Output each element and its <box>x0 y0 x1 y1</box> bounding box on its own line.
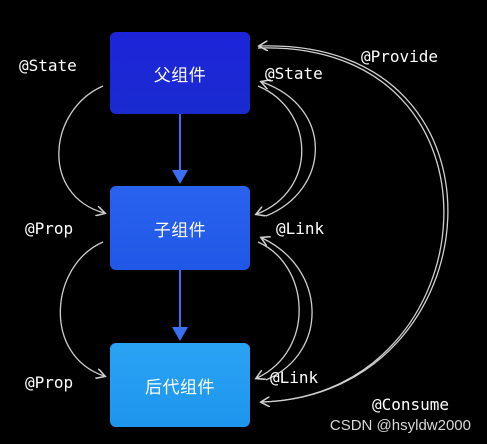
curve-outer-provide <box>257 47 445 402</box>
label-link-top: @Link <box>276 219 325 238</box>
descendant-component-box: 后代组件 <box>110 343 250 427</box>
watermark: CSDN @hsyldw2000 <box>329 417 471 434</box>
curve-right-parent-child-a <box>257 85 303 214</box>
curve-left-child-to-grandchild <box>59 241 104 376</box>
child-component-label: 子组件 <box>153 220 207 241</box>
label-state-right: @State <box>265 64 323 83</box>
label-prop-top: @Prop <box>25 219 74 238</box>
curve-right-child-grandchild-b <box>262 238 313 381</box>
curve-right-parent-child-b <box>262 82 317 217</box>
curve-outer-consume <box>260 46 449 403</box>
descendant-component-label: 后代组件 <box>145 377 215 398</box>
label-provide: @Provide <box>361 47 439 66</box>
parent-component-box: 父组件 <box>110 32 250 114</box>
curve-left-parent-to-child <box>58 85 104 213</box>
label-prop-bottom: @Prop <box>25 373 74 392</box>
label-consume: @Consume <box>372 395 450 414</box>
curve-right-child-grandchild-a <box>257 241 300 378</box>
label-state-left: @State <box>19 56 77 75</box>
label-link-bottom: @Link <box>270 368 319 387</box>
child-component-box: 子组件 <box>110 186 250 270</box>
parent-component-label: 父组件 <box>153 65 207 86</box>
